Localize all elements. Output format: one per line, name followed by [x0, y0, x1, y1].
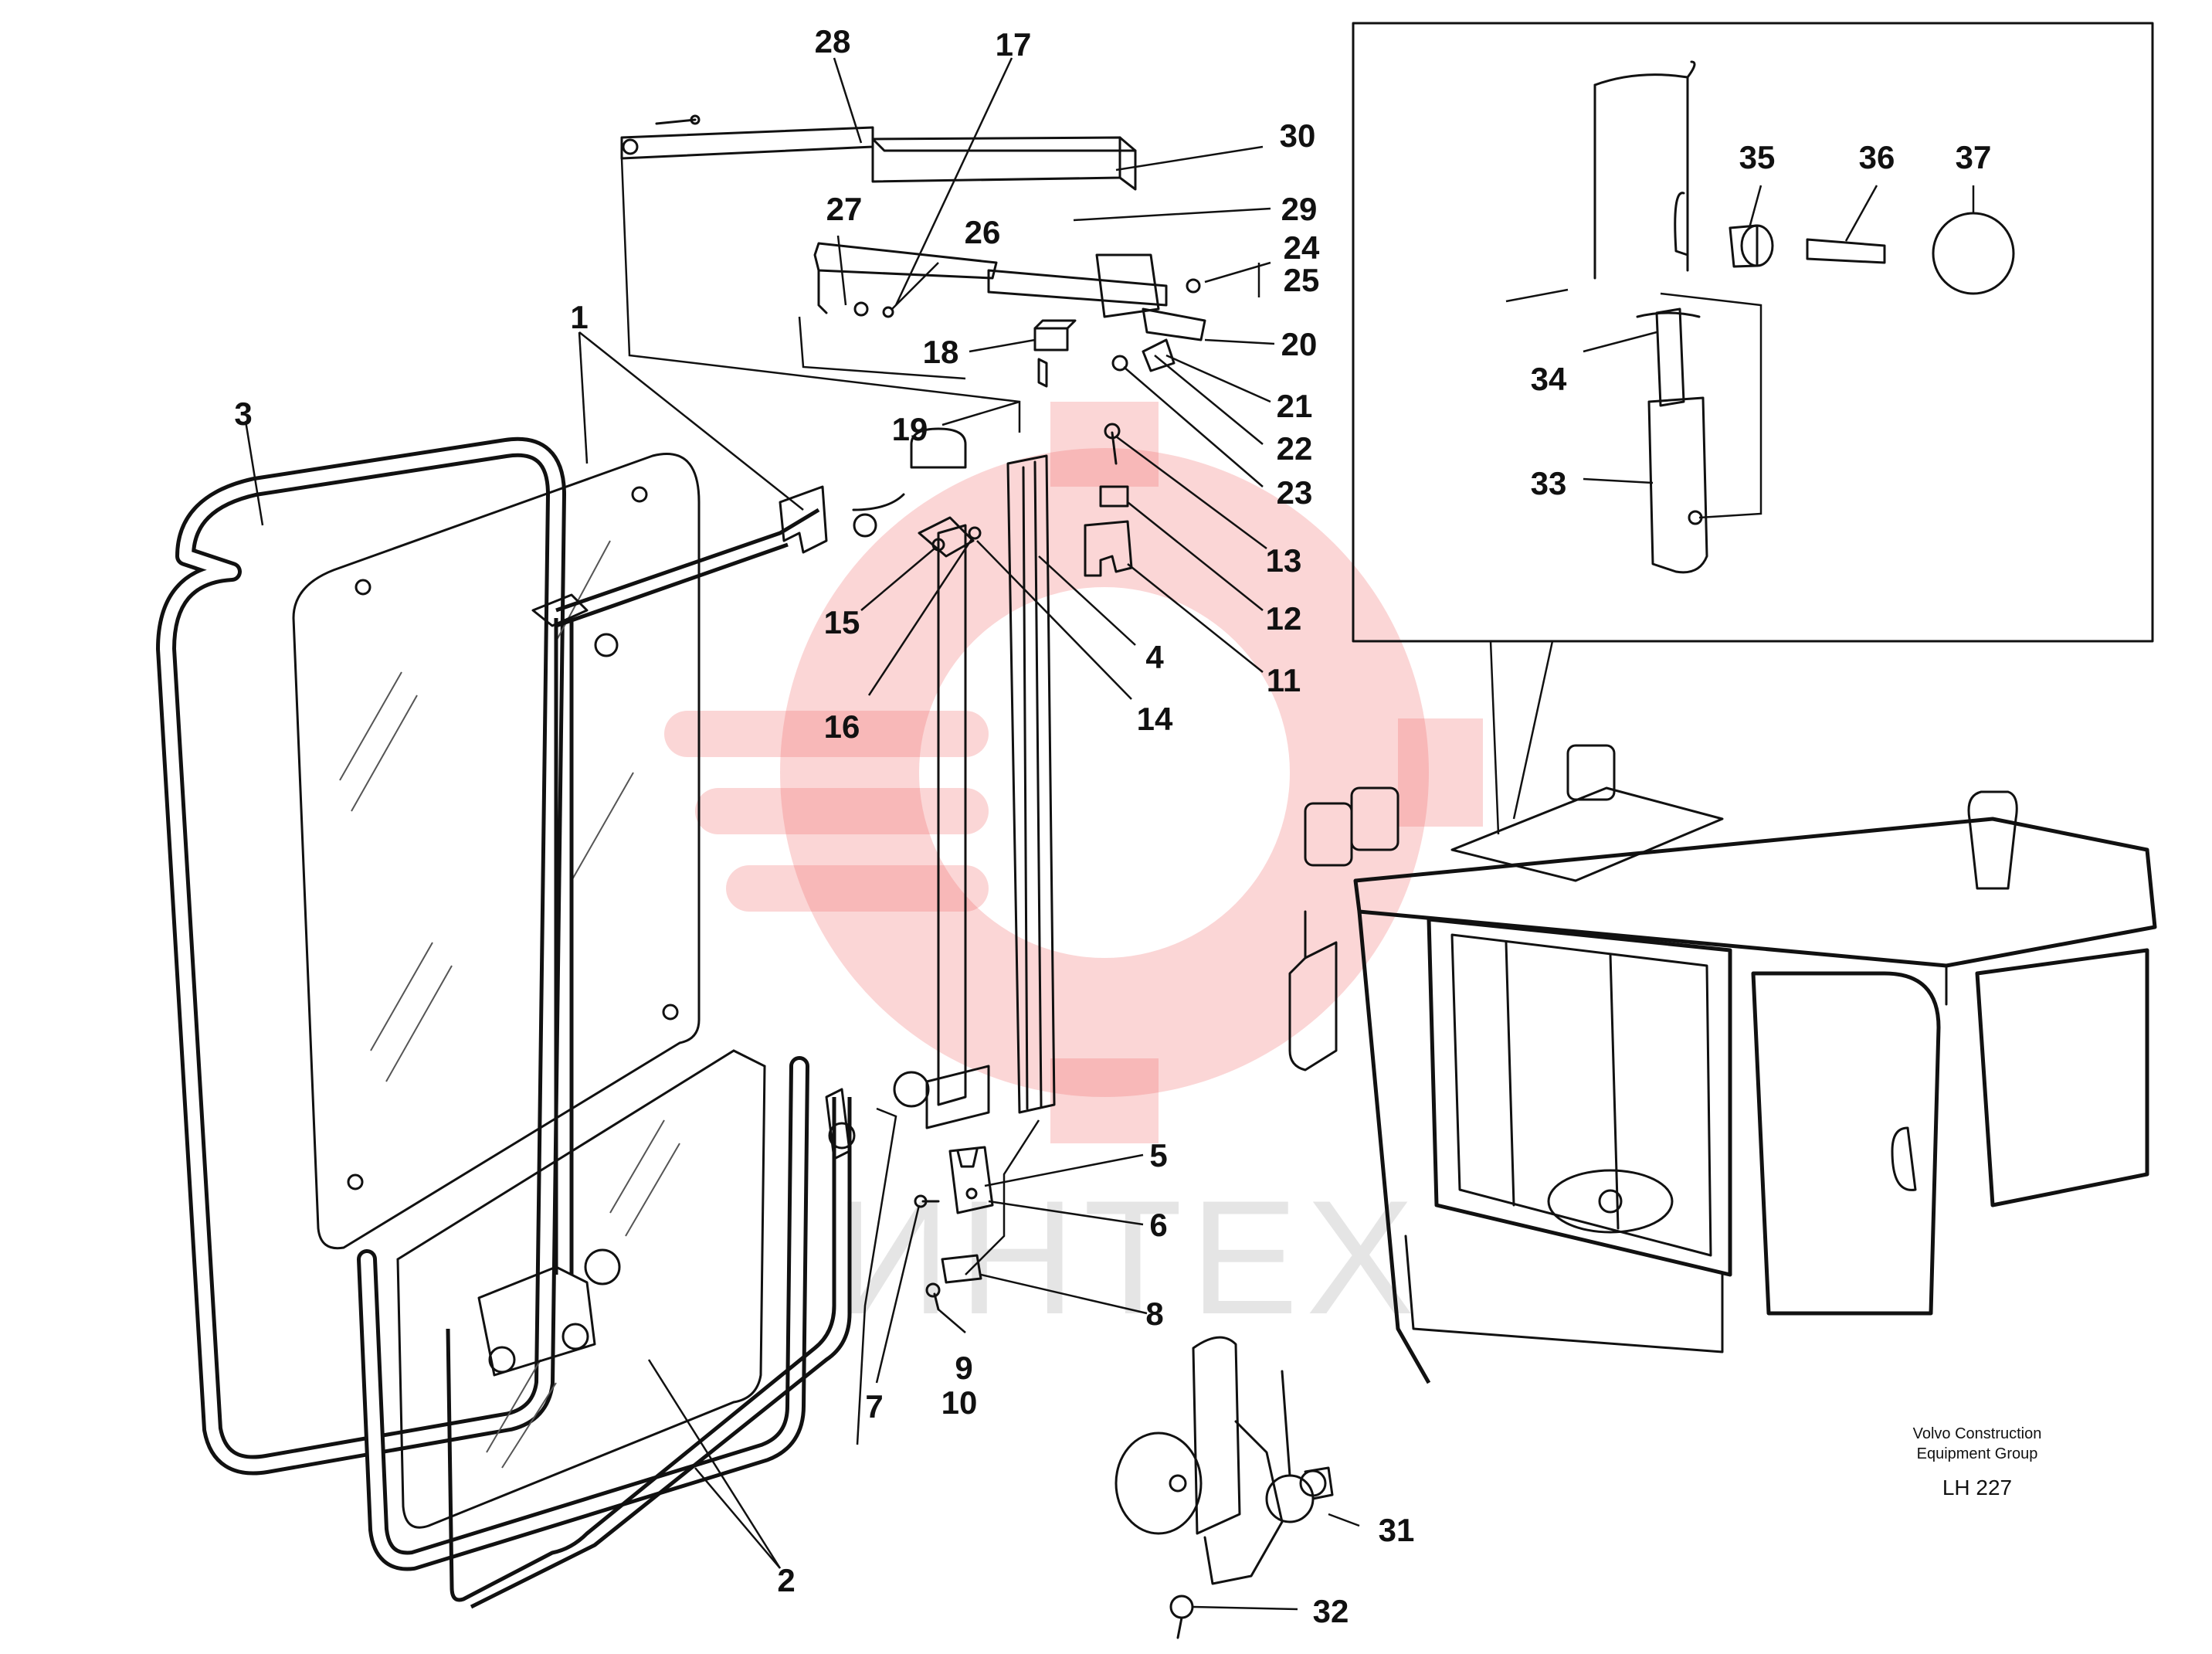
- label-22: 22: [1277, 430, 1313, 467]
- credit-line-2: Equipment Group: [1917, 1445, 2038, 1462]
- label-35: 35: [1739, 139, 1776, 175]
- label-19: 19: [892, 411, 928, 447]
- credit-line-1: Volvo Construction: [1913, 1425, 2042, 1442]
- label-31: 31: [1379, 1512, 1415, 1548]
- label-11: 11: [1267, 662, 1301, 698]
- label-2: 2: [777, 1562, 795, 1598]
- label-3: 3: [234, 396, 252, 432]
- label-37: 37: [1956, 139, 1992, 175]
- small-hardware: [910, 319, 1176, 577]
- label-25: 25: [1284, 262, 1320, 298]
- lower-brackets: [825, 1088, 994, 1311]
- latch-arm-assembly: [477, 485, 905, 1377]
- label-16: 16: [824, 708, 860, 745]
- credit-block: Volvo Construction Equipment Group LH 22…: [1913, 1425, 2042, 1499]
- top-rail-assembly: [620, 114, 1206, 341]
- label-32: 32: [1313, 1593, 1349, 1629]
- label-26: 26: [965, 214, 1001, 250]
- label-6: 6: [1149, 1207, 1167, 1243]
- label-34: 34: [1531, 361, 1567, 397]
- leader-lines: [244, 57, 1975, 1611]
- connector-lines: [620, 158, 1040, 1445]
- inset-detail: [1352, 22, 2154, 835]
- upper-glass-part-1: [292, 453, 701, 1250]
- label-17: 17: [996, 26, 1032, 63]
- label-12: 12: [1266, 600, 1302, 637]
- label-27: 27: [826, 191, 863, 227]
- label-29: 29: [1281, 191, 1318, 227]
- lower-window-part-2: [357, 1049, 852, 1609]
- label-13: 13: [1266, 542, 1302, 579]
- drawing-code: LH 227: [1942, 1476, 2012, 1499]
- label-30: 30: [1280, 117, 1316, 154]
- label-4: 4: [1145, 639, 1164, 675]
- seal-frame-part-3: [156, 436, 566, 1476]
- cab-machine-view: [1288, 744, 2157, 1384]
- slide-rail-part-4: [893, 454, 1056, 1129]
- label-5: 5: [1149, 1137, 1167, 1173]
- label-33: 33: [1531, 465, 1567, 501]
- label-14: 14: [1137, 701, 1173, 737]
- label-10: 10: [941, 1384, 978, 1421]
- label-15: 15: [824, 604, 860, 640]
- label-24: 24: [1284, 229, 1320, 266]
- label-9: 9: [955, 1350, 972, 1386]
- label-20: 20: [1281, 326, 1318, 362]
- label-18: 18: [923, 334, 959, 370]
- label-8: 8: [1145, 1296, 1163, 1332]
- label-23: 23: [1277, 474, 1313, 511]
- label-36: 36: [1859, 139, 1895, 175]
- label-21: 21: [1277, 388, 1313, 424]
- label-28: 28: [815, 23, 851, 59]
- watermark-text: ИНТЕХ: [834, 1167, 1422, 1348]
- label-1: 1: [570, 299, 588, 335]
- label-7: 7: [865, 1388, 883, 1425]
- hinge-bracket: [1114, 1336, 1334, 1639]
- part-labels: 28 17 30 29 27 26 24 25 20 18 21 19 22 2…: [234, 23, 1991, 1629]
